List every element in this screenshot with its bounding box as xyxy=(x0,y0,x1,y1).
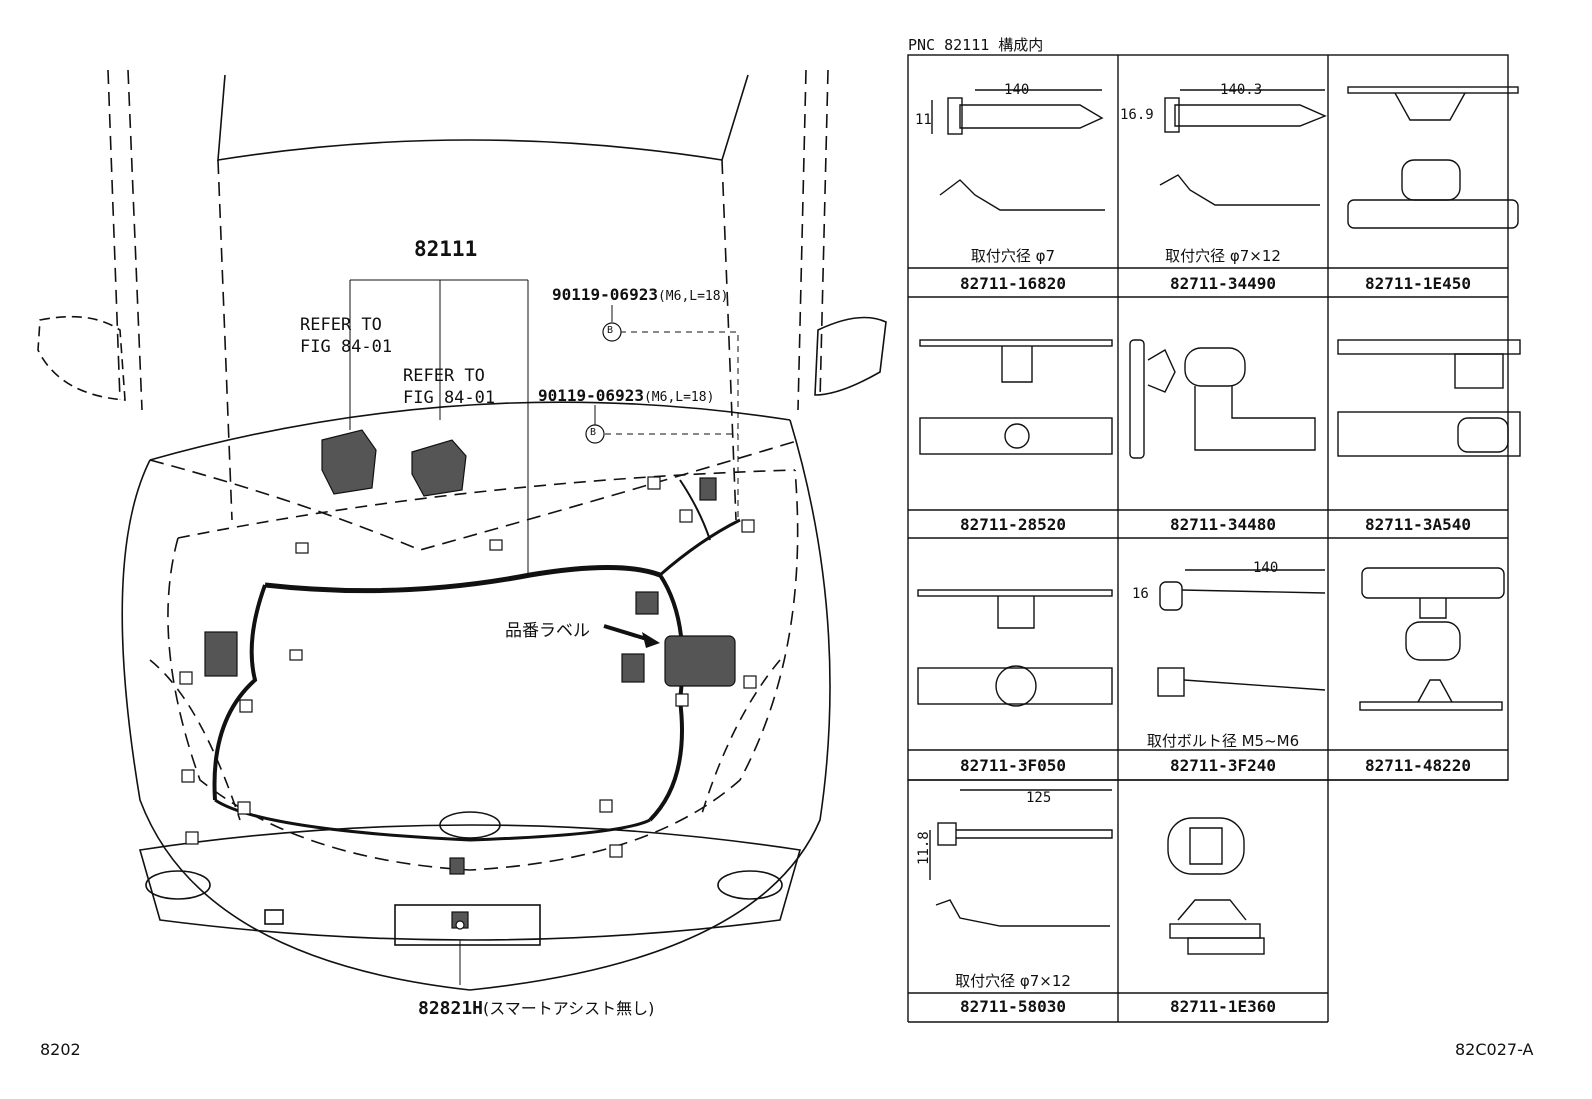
bolt-marker-2: B xyxy=(590,427,597,438)
dim-length: 140 xyxy=(1253,560,1279,576)
dim-diameter: 16 xyxy=(1132,586,1149,602)
dim-diameter: 11 xyxy=(915,112,932,128)
part-cell-1e360[interactable]: 82711-1E360 xyxy=(1118,780,1328,1022)
bolt-2-spec: (M6,L=18) xyxy=(643,390,715,405)
dim-diameter: 16.9 xyxy=(1120,107,1154,123)
bottom-part-number: 82821H xyxy=(418,998,484,1019)
part-cell-1e450[interactable]: 82711-1E450 xyxy=(1328,55,1508,297)
part-cell-3f240[interactable]: 140 16 取付ボルト径 M5~M6 82711-3F240 xyxy=(1118,538,1328,780)
dim-length: 140.3 xyxy=(1220,82,1263,98)
main-part-number: 82111 xyxy=(414,237,478,261)
clip-drawing-34490 xyxy=(1159,89,1327,206)
bottom-part-label: 82821H(スマートアシスト無し) xyxy=(418,995,654,1019)
clip-drawing-1e450 xyxy=(1347,86,1519,229)
clip-drawing-16820 xyxy=(931,89,1105,211)
bolt-marker-1: B xyxy=(607,325,614,336)
refer-note-1-line-2: FIG 84-01 xyxy=(300,337,393,357)
part-cell-58030[interactable]: 125 11.8 取付穴径 φ7×12 82711-58030 xyxy=(908,780,1118,1022)
part-number: 82711-28520 xyxy=(960,515,1066,534)
refer-note-2-line-2: FIG 84-01 xyxy=(403,388,496,408)
clip-drawing-34480 xyxy=(1129,339,1316,459)
part-cell-34480[interactable]: 82711-34480 xyxy=(1118,297,1328,538)
part-number: 82711-16820 xyxy=(960,274,1066,293)
part-cell-3f050[interactable]: 82711-3F050 xyxy=(908,538,1118,780)
clip-drawing-48220 xyxy=(1359,567,1505,711)
clip-drawing-58030 xyxy=(929,789,1113,927)
footer-page-code: 8202 xyxy=(40,1040,81,1059)
footer-figure-code: 82C027-A xyxy=(1455,1040,1534,1059)
harness-diagram xyxy=(37,69,887,991)
bolt-1-spec: (M6,L=18) xyxy=(657,289,729,304)
part-cell-48220[interactable]: 82711-48220 xyxy=(1328,538,1508,780)
bolt-1-part-number: 90119-06923 xyxy=(552,285,658,304)
part-number: 82711-3F050 xyxy=(960,756,1066,775)
clip-drawing-3f050 xyxy=(917,589,1113,707)
part-number: 82711-1E360 xyxy=(1170,997,1276,1016)
part-number: 82711-34490 xyxy=(1170,274,1276,293)
bottom-part-note: (スマートアシスト無し) xyxy=(483,999,655,1018)
part-note: 取付ボルト径 M5~M6 xyxy=(1146,732,1300,750)
refer-note-2-line-1: REFER TO xyxy=(403,366,485,386)
part-cell-28520[interactable]: 82711-28520 xyxy=(908,297,1118,538)
dim-length: 140 xyxy=(1004,82,1030,98)
bolt-2-part-number: 90119-06923 xyxy=(538,386,644,405)
clip-drawing-3a540 xyxy=(1337,339,1521,457)
part-cell-34490[interactable]: 140.3 16.9 取付穴径 φ7×12 82711-34490 xyxy=(1118,55,1328,297)
clip-drawing-3f240 xyxy=(1157,569,1326,697)
part-number: 82711-48220 xyxy=(1365,756,1471,775)
part-label-note: 品番ラベル xyxy=(505,621,590,641)
clip-drawing-1e360 xyxy=(1167,817,1265,955)
clip-drawing-28520 xyxy=(919,339,1113,455)
dim-length: 125 xyxy=(1026,790,1052,806)
part-note: 取付穴径 φ7 xyxy=(970,247,1056,265)
part-number: 82711-58030 xyxy=(960,997,1066,1016)
part-number: 82711-3F240 xyxy=(1170,756,1276,775)
bolt-1-label: 90119-06923(M6,L=18) xyxy=(552,285,728,304)
pnc-header: PNC 82111 構成内 xyxy=(908,36,1044,54)
part-number: 82711-1E450 xyxy=(1365,274,1471,293)
dim-diameter: 11.8 xyxy=(916,831,932,865)
part-number: 82711-34480 xyxy=(1170,515,1276,534)
part-cell-16820[interactable]: 140 11 取付穴径 φ7 82711-16820 xyxy=(908,55,1118,297)
part-note: 取付穴径 φ7×12 xyxy=(1165,247,1281,265)
refer-note-1-line-1: REFER TO xyxy=(300,315,382,335)
part-cell-3a540[interactable]: 82711-3A540 xyxy=(1328,297,1508,538)
bolt-2-label: 90119-06923(M6,L=18) xyxy=(538,386,714,405)
part-number: 82711-3A540 xyxy=(1365,515,1471,534)
part-note: 取付穴径 φ7×12 xyxy=(955,972,1071,990)
